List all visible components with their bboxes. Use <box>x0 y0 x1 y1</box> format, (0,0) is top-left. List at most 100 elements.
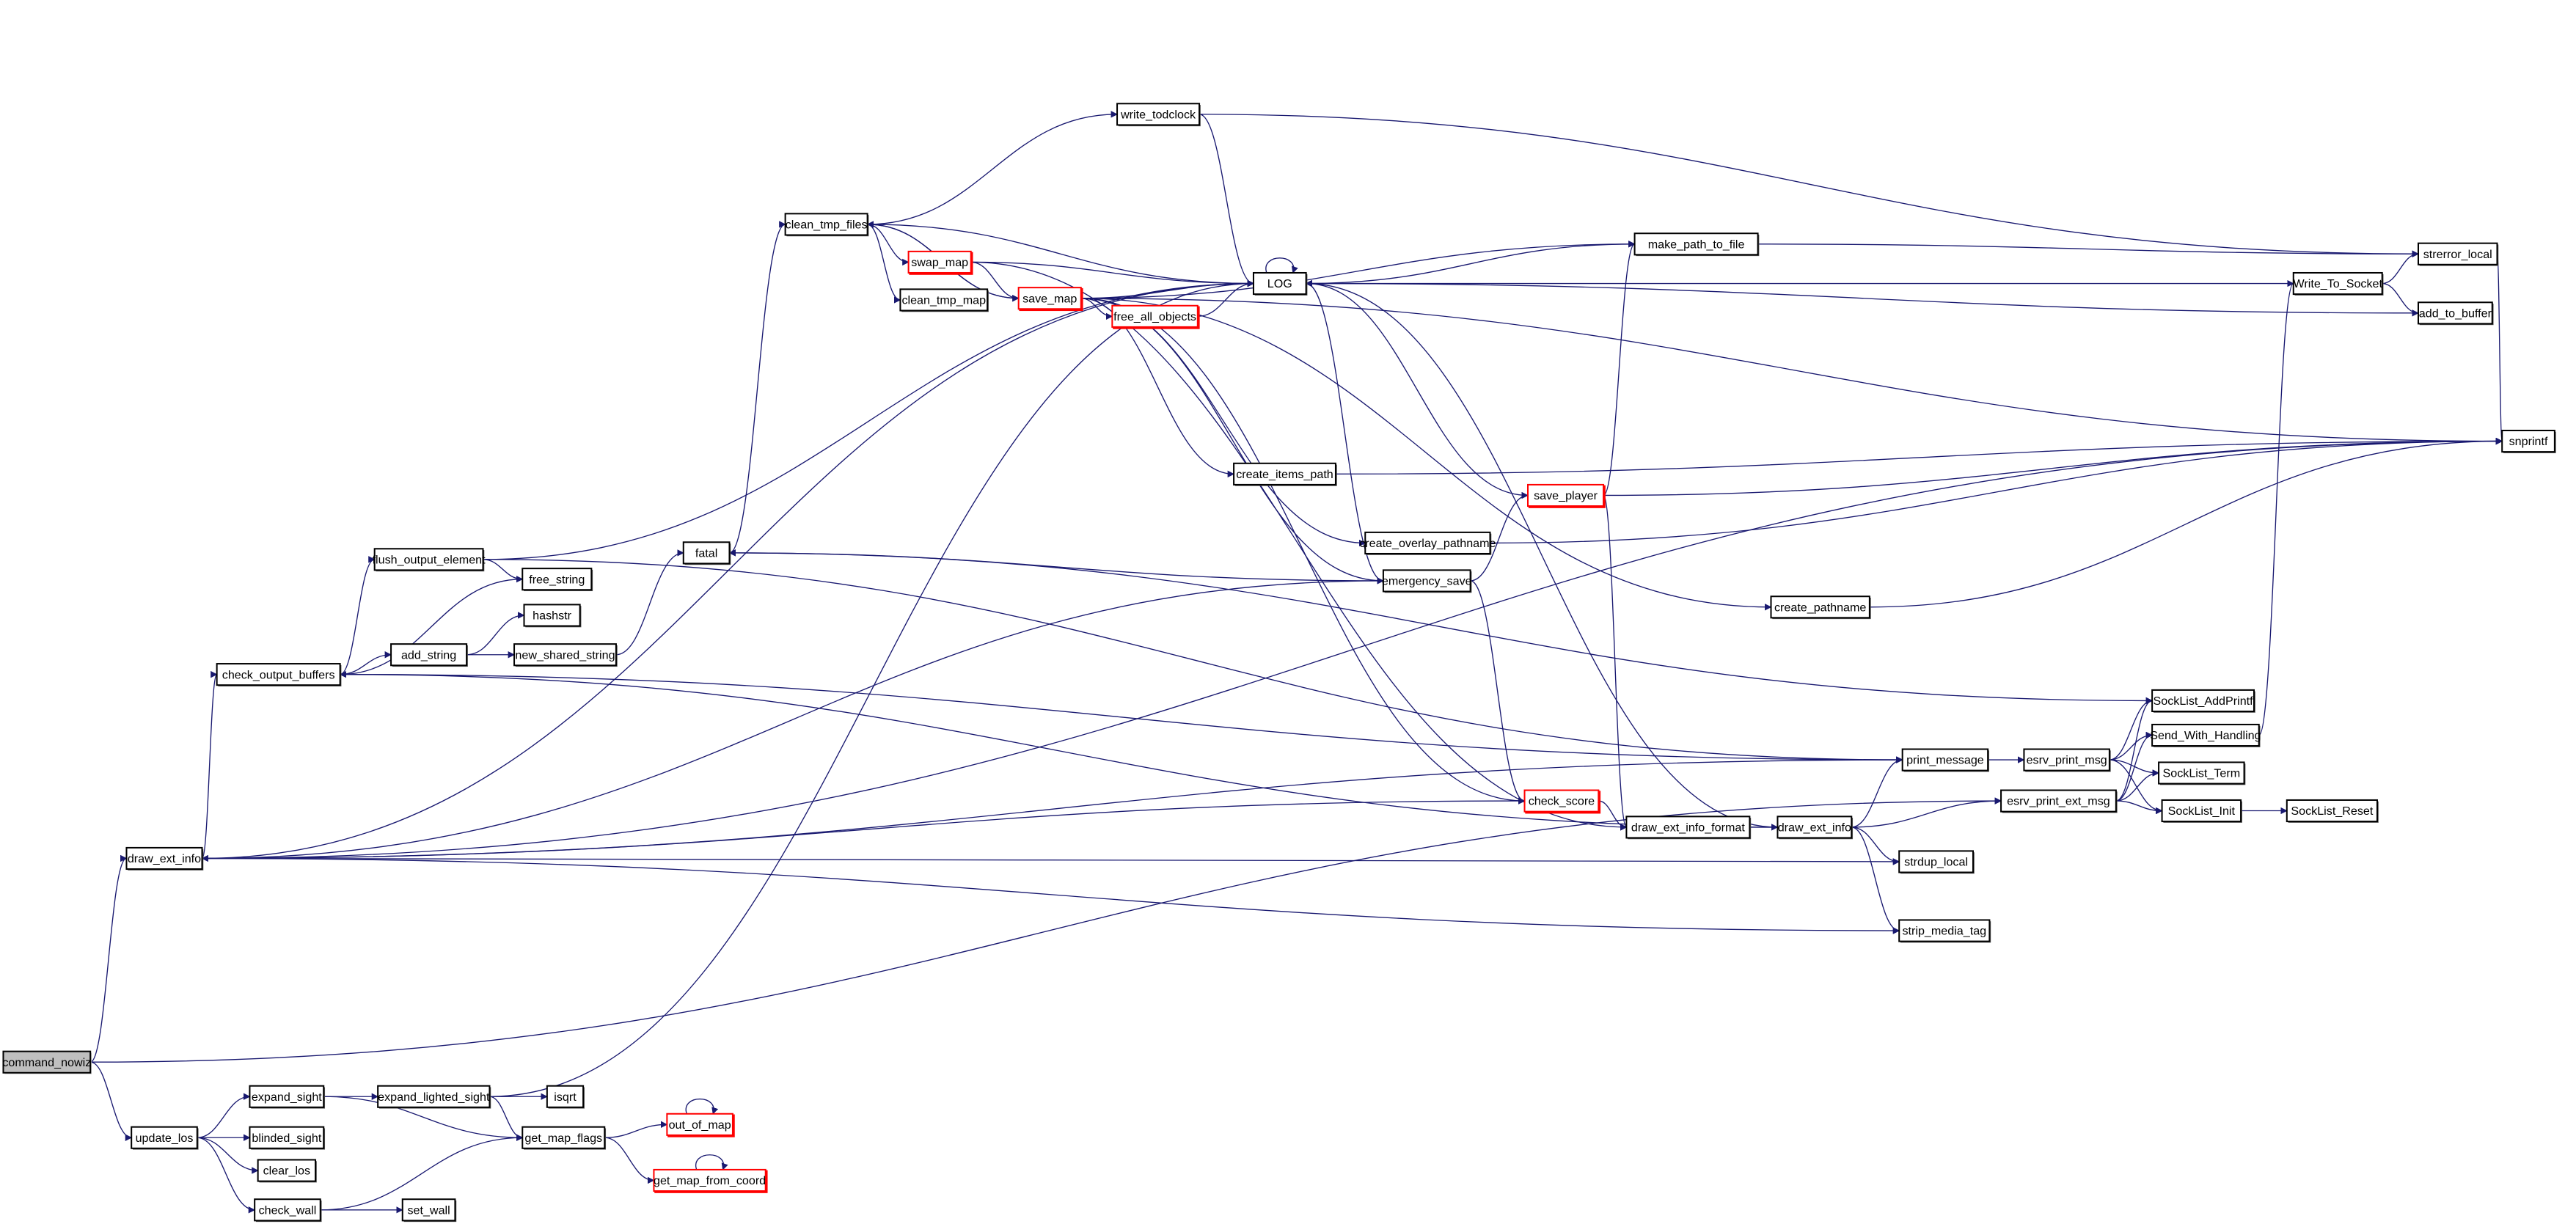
edge-save_player-to-LOG <box>1305 279 1529 496</box>
node-label: set_wall <box>407 1203 450 1217</box>
graph-node-get-map-from-coord[interactable]: get_map_from_coord <box>653 1168 768 1193</box>
node-label: clean_tmp_files <box>786 219 868 232</box>
graph-node-socklist-init[interactable]: SockList_Init <box>2161 799 2242 823</box>
node-label: make_path_to_file <box>1648 238 1745 251</box>
node-box <box>1111 304 1199 328</box>
node-box <box>546 1085 585 1108</box>
node-label: clear_los <box>263 1165 310 1178</box>
node-label: esrv_print_ext_msg <box>2007 795 2110 808</box>
edge-emergency_save-to-save_player <box>1470 491 1529 582</box>
node-label: SockList_AddPrintf <box>2154 695 2254 708</box>
graph-node-new-shared-string[interactable]: new_shared_string <box>513 643 618 667</box>
node-box <box>1233 462 1336 485</box>
node-label: save_map <box>1022 292 1077 305</box>
graph-node-out-of-map[interactable]: out_of_map <box>666 1113 735 1137</box>
graph-node-esrv-print-msg[interactable]: esrv_print_msg <box>2023 748 2111 772</box>
edge-draw_ext_info_2-to-check_output_buffers <box>339 670 1778 828</box>
graph-node-update-los[interactable]: update_los <box>131 1126 199 1150</box>
graph-node-expand-sight[interactable]: expand_sight <box>249 1085 326 1109</box>
graph-node-socklist-reset[interactable]: SockList_Reset <box>2286 799 2379 823</box>
node-label: snprintf <box>2509 435 2548 448</box>
graph-node-draw-ext-info-1[interactable]: draw_ext_info <box>125 846 204 871</box>
node-box <box>1523 789 1600 813</box>
graph-node-blinded-sight[interactable]: blinded_sight <box>249 1126 326 1150</box>
graph-node-socklist-addprintf[interactable]: SockList_AddPrintf <box>2151 689 2255 713</box>
graph-node-send-with-handling[interactable]: Send_With_Handling <box>2150 723 2261 747</box>
graph-node-clean-tmp-map[interactable]: clean_tmp_map <box>899 288 989 312</box>
graph-node-emergency-save[interactable]: emergency_save <box>1382 569 1472 593</box>
graph-node-write-todclock[interactable]: write_todclock <box>1116 103 1201 127</box>
graph-node-strerror-local[interactable]: strerror_local <box>2417 242 2499 266</box>
graph-node-create-overlay-pathname[interactable]: create_overlay_pathname <box>1359 531 1496 555</box>
graph-node-isqrt[interactable]: isqrt <box>546 1085 585 1109</box>
graph-node-check-wall[interactable]: check_wall <box>254 1198 322 1223</box>
graph-node-save-map[interactable]: save_map <box>1017 287 1083 312</box>
node-box <box>1633 232 1759 256</box>
graph-node-add-to-buffer[interactable]: add_to_buffer <box>2417 301 2494 326</box>
graph-node-create-pathname[interactable]: create_pathname <box>1770 595 1871 620</box>
graph-node-add-string[interactable]: add_string <box>390 643 468 667</box>
graph-node-command-nowiz[interactable]: command_nowiz <box>2 1050 92 1074</box>
graph-node-swap-map[interactable]: swap_map <box>907 250 973 275</box>
graph-node-esrv-print-ext-msg[interactable]: esrv_print_ext_msg <box>2000 789 2118 813</box>
node-label: strerror_local <box>2423 248 2492 261</box>
graph-node-flush-output-element[interactable]: flush_output_element <box>373 548 486 572</box>
node-box <box>2161 799 2242 823</box>
edge-free_all_objects-to-LOG <box>1197 279 1254 318</box>
nodes-layer: command_nowiz update_los expand_sightblind… <box>2 103 2556 1223</box>
graph-node-write-to-socket[interactable]: Write_To_Socket <box>2292 271 2384 296</box>
edge-check_output_buffers-to-flush_output_element <box>340 556 376 675</box>
node-box <box>249 1126 325 1149</box>
graph-node-create-items-path[interactable]: create_items_path <box>1233 462 1337 486</box>
node-box <box>907 250 972 274</box>
graph-node-strip-media-tag[interactable]: strip_media_tag <box>1898 919 1991 943</box>
node-box <box>522 568 593 591</box>
graph-node-clean-tmp-files[interactable]: clean_tmp_files <box>784 213 869 237</box>
graph-node-draw-ext-info-format[interactable]: draw_ext_info_format <box>1625 816 1752 840</box>
graph-node-check-output-buffers[interactable]: check_output_buffers <box>216 663 342 686</box>
edge-update_los-to-clear_los <box>197 1137 259 1174</box>
edge-SockList_AddPrintf-to-fatal <box>728 549 2153 702</box>
edge-esrv_print_ext_msg-to-SockList_AddPrintf <box>2115 697 2154 802</box>
edge-write_todclock-to-LOG <box>1199 114 1254 287</box>
node-box <box>2417 242 2498 265</box>
node-box <box>2000 789 2117 813</box>
edge-write_todclock-to-strerror_local <box>1199 114 2419 257</box>
node-label: Write_To_Socket <box>2293 277 2382 290</box>
node-label: Send_With_Handling <box>2150 729 2261 742</box>
graph-node-free-all-objects[interactable]: free_all_objects <box>1111 304 1200 329</box>
graph-node-snprintf[interactable]: snprintf <box>2501 429 2556 453</box>
node-box <box>2417 301 2493 325</box>
graph-node-expand-lighted-sight[interactable]: expand_lighted_sight <box>377 1085 491 1109</box>
node-label: blinded_sight <box>252 1132 321 1145</box>
node-box <box>522 1126 606 1149</box>
node-box <box>2151 723 2260 747</box>
node-box <box>513 643 617 667</box>
graph-node-make-path-to-file[interactable]: make_path_to_file <box>1633 232 1760 257</box>
graph-node-clear-los[interactable]: clear_los <box>257 1159 317 1183</box>
edge-draw_ext_info_2-to-strip_media_tag <box>1851 827 1900 934</box>
graph-node-socklist-term[interactable]: SockList_Term <box>2158 761 2246 785</box>
graph-node-free-string[interactable]: free_string <box>522 568 593 592</box>
node-box <box>390 643 468 667</box>
edge-create_items_path-to-snprintf <box>1335 437 2503 475</box>
graph-node-get-map-flags[interactable]: get_map_flags <box>522 1126 607 1150</box>
edge-command_nowiz-to-draw_ext_info_1 <box>89 854 128 1063</box>
graph-node-hashstr[interactable]: hashstr <box>523 604 582 628</box>
edge-draw_ext_info_2-to-print_message <box>1851 756 1903 828</box>
graph-node-fatal[interactable]: fatal <box>682 541 731 565</box>
graph-node-save-player[interactable]: save_player <box>1527 483 1606 508</box>
graph-node-print-message[interactable]: print_message <box>1901 748 1989 772</box>
edge-LOG-to-LOG <box>1265 257 1298 274</box>
edge-make_path_to_file-to-LOG <box>1305 243 1635 287</box>
graph-node-check-score[interactable]: check_score <box>1523 789 1601 814</box>
graph-node-log[interactable]: LOG <box>1252 271 1308 296</box>
edge-Write_To_Socket-to-add_to_buffer <box>2382 282 2419 317</box>
graph-node-strdup-local[interactable]: strdup_local <box>1898 850 1975 874</box>
node-label: hashstr <box>533 609 571 623</box>
graph-node-set-wall[interactable]: set_wall <box>401 1198 457 1223</box>
graph-node-draw-ext-info-2[interactable]: draw_ext_info <box>1777 816 1854 840</box>
node-box <box>2158 761 2245 785</box>
node-label: update_los <box>136 1132 194 1145</box>
edge-esrv_print_msg-to-SockList_AddPrintf <box>2109 697 2154 761</box>
